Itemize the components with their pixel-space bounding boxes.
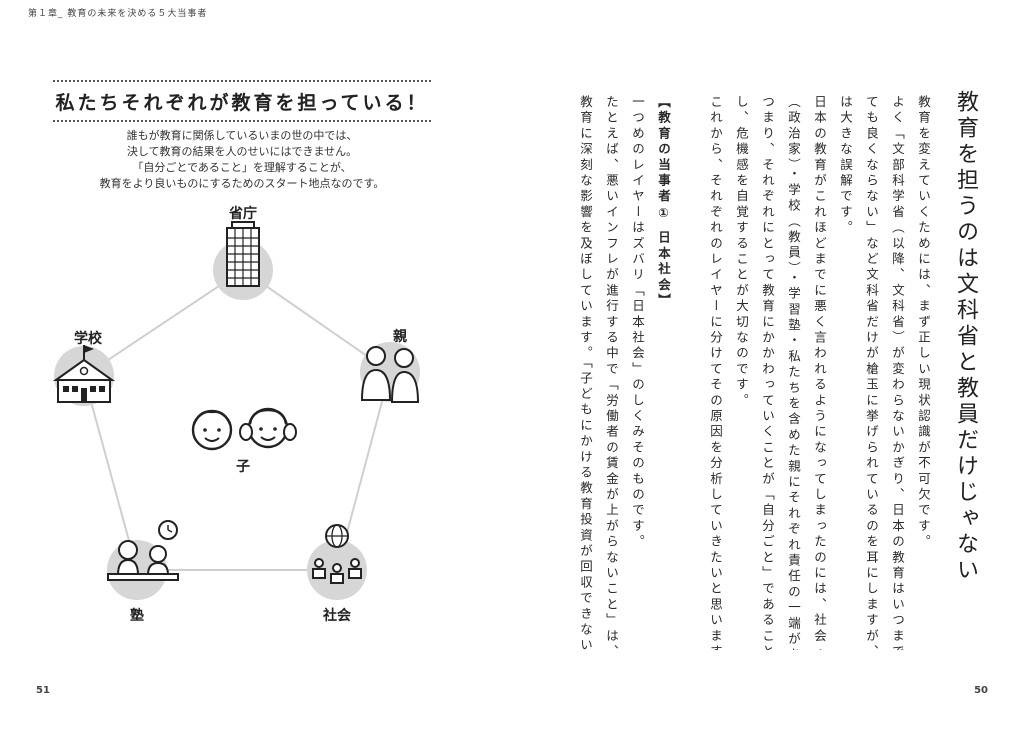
subheading: 【教育の当事者① 日本社会】 [656,95,671,310]
ministry-building-icon [213,221,273,300]
text-column: （政治家）・学校（教員）・学習塾・私たちを含めた親にそれぞれ責任の一端がある」こ… [786,95,801,650]
intro-line: 教育をより良いものにするためのスタート地点なのです。 [99,177,385,190]
text-column: 教育を変えていくためには、まず正しい現状認識が不可欠です。 [916,95,931,551]
intro-text: 誰もが教育に関係しているいまの世の中では、 決して教育の結果を人のせいにはできま… [53,128,431,192]
intro-line: 誰もが教育に関係しているいまの世の中では、 [126,129,358,142]
text-column: つまり、それぞれにとって教育にかかわっていくことが「自分ごと」であることを理解 [760,95,775,650]
pentagon-diagram [52,221,420,600]
cram-school-icon [107,520,179,600]
label-child: 子 [236,459,250,475]
pentagon-outline [82,268,392,571]
text-column: 日本の教育がこれほどまでに悪く言われるようになってしまったのには、社会・省庁 [812,95,827,650]
parents-icon [360,342,420,403]
vertical-text-area: 教育を担うのは文科省と教員だけじゃない 教育を変えていくためには、まず正しい現状… [575,90,985,650]
label-cram-school: 塾 [130,608,144,624]
intro-line: 「自分ごとであること」を理解することが、 [132,161,352,174]
text-column: 教育に深刻な影響を及ぼしています。「子どもにかける教育投資が回収できないことを [578,95,593,650]
text-column: し、危機感を自覚することが大切なのです。 [734,95,749,409]
society-icon [307,524,367,600]
text-column: 一つめのレイヤーはズバリ「日本社会」のしくみそのものです。 [630,95,645,551]
page-number-right: 50 [974,685,988,696]
label-parents: 親 [393,329,407,345]
text-column: ても良くならない」など文科省だけが槍玉に挙げられているのを耳にしますが、それ [864,95,879,650]
stakeholder-diagram: 省庁 親 学校 子 塾 社会 [40,200,440,640]
running-header: 第１章_ 教育の未来を決める５大当事者 [28,9,208,19]
text-column: は大きな誤解です。 [838,95,853,237]
text-column: よく「文部科学省（以降、文科省）が変わらないかぎり、日本の教育はいつまでたっ [890,95,905,650]
label-society: 社会 [323,608,351,624]
box-title: 私たちそれぞれが教育を担っている！ [55,92,429,114]
text-column: これから、それぞれのレイヤーに分けてその原因を分析していきたいと思います。 [708,95,723,650]
text-column: たとえば、悪いインフレが進行する中で「労働者の賃金が上がらないこと」は、実は [604,95,619,650]
label-school: 学校 [74,331,102,347]
children-icon [191,407,297,451]
intro-line: 決して教育の結果を人のせいにはできません。 [126,145,358,158]
label-ministry: 省庁 [229,206,257,222]
school-icon [52,345,116,406]
page-number-left: 51 [36,685,50,696]
title-box: 私たちそれぞれが教育を担っている！ [53,80,431,122]
section-heading: 教育を担うのは文科省と教員だけじゃない [953,90,978,584]
